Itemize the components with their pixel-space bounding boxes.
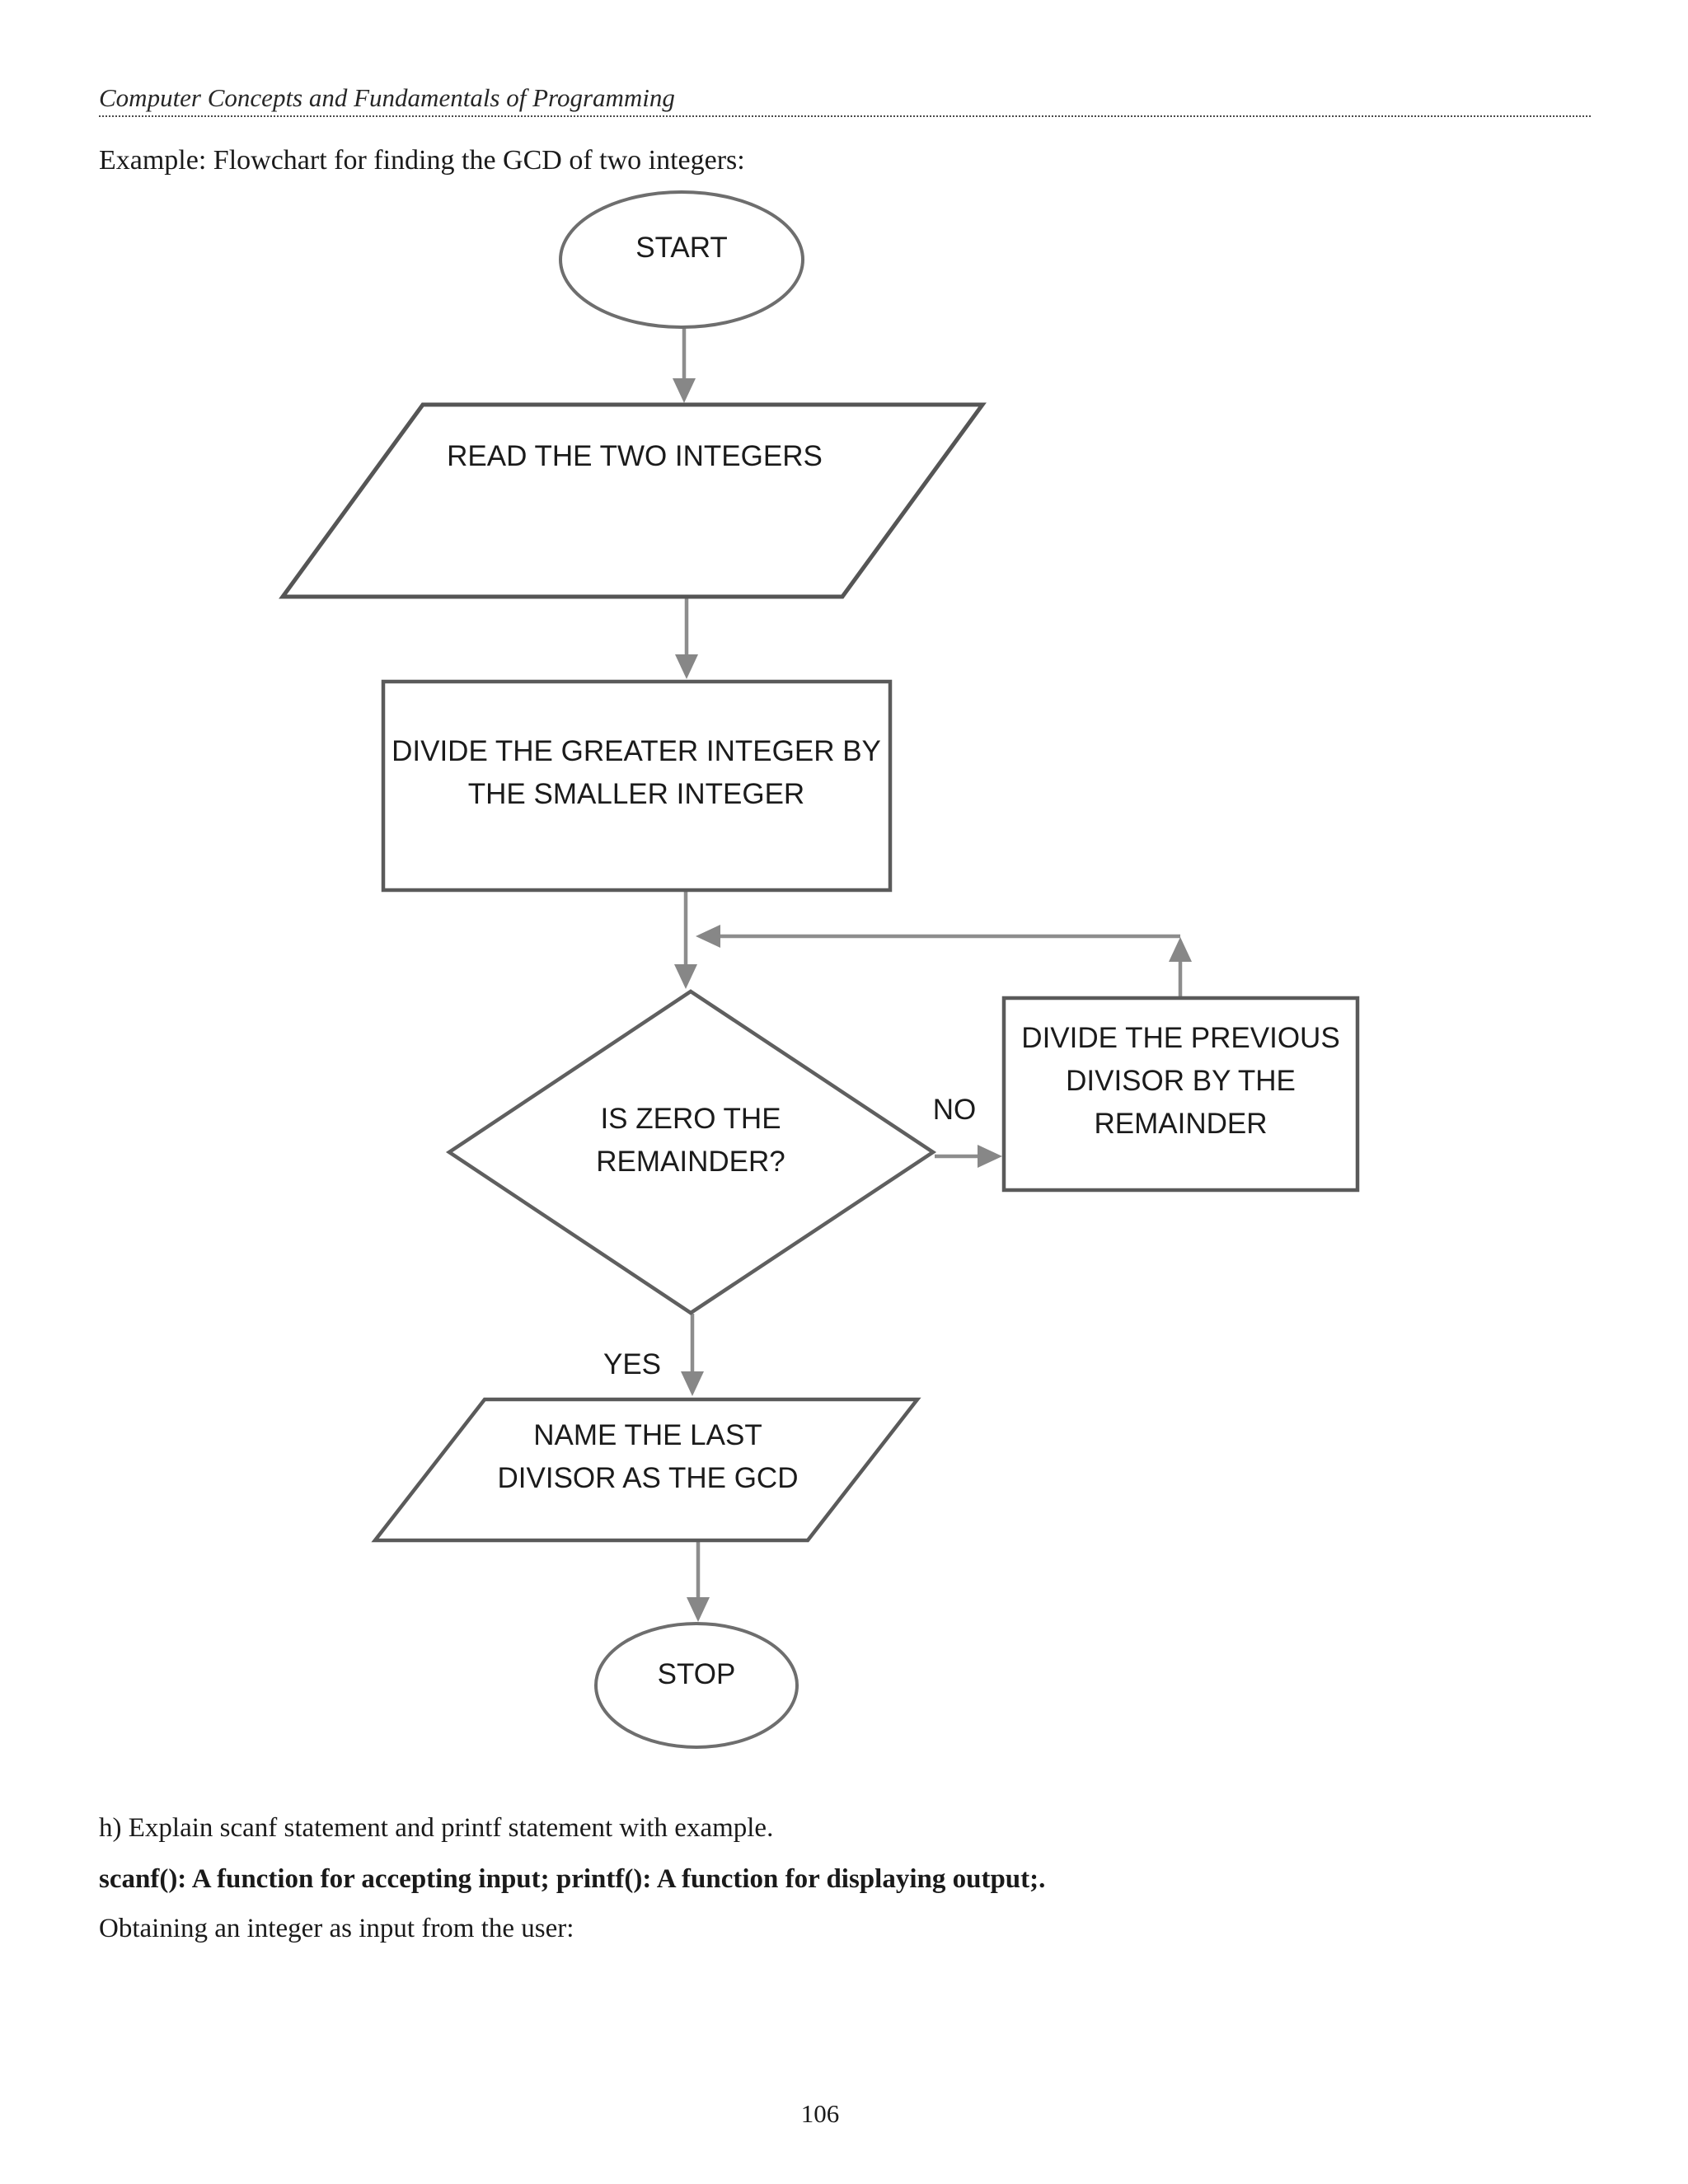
connector-arrowheads <box>673 378 1192 1622</box>
arrowhead-down-into-read <box>673 378 696 403</box>
arrowhead-down-into-stop <box>687 1597 710 1622</box>
arrowhead-up-feedback <box>1169 937 1192 962</box>
footer-obtaining-line: Obtaining an integer as input from the u… <box>99 1914 574 1943</box>
page-header-title: Computer Concepts and Fundamentals of Pr… <box>99 83 675 112</box>
arrowhead-down-into-name <box>681 1371 704 1396</box>
page-number: 106 <box>800 2099 840 2128</box>
remainder-decision-diamond <box>445 989 937 1315</box>
read-input-parallelogram <box>279 402 987 599</box>
connector-lines <box>682 328 1183 1600</box>
stop-terminator-ellipse <box>594 1622 799 1749</box>
arrowhead-right-no-branch <box>978 1145 1002 1168</box>
footer-question-line: h) Explain scanf statement and printf st… <box>99 1813 774 1843</box>
arrowhead-left-feedback <box>696 925 720 948</box>
header-dotted-rule <box>99 115 1591 117</box>
divide-greater-process-box <box>381 679 893 893</box>
divide-previous-process-box <box>1001 996 1360 1193</box>
name-gcd-parallelogram <box>371 1397 921 1543</box>
start-terminator-ellipse <box>559 190 804 329</box>
arrowhead-down-into-decision <box>674 964 697 989</box>
footer-answer-bold-line: scanf(): A function for accepting input;… <box>99 1864 1046 1894</box>
figure-caption: Example: Flowchart for finding the GCD o… <box>99 145 745 176</box>
arrowhead-down-into-divide <box>675 654 698 679</box>
